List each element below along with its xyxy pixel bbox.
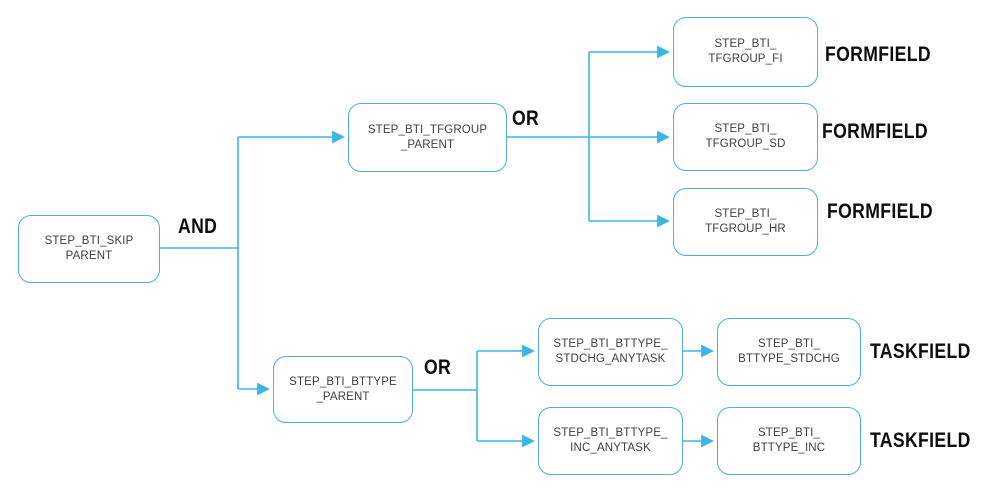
node-step-bti-tfgroup-sd: STEP_BTI_ TFGROUP_SD [673, 103, 818, 171]
operator-or-bottom-label: OR [424, 356, 452, 379]
operator-and-label: AND [178, 215, 218, 238]
formfield-label-hr: FORMFIELD [827, 200, 933, 223]
node-step-bti-bttype-inc: STEP_BTI_ BTTYPE_INC [717, 407, 861, 475]
node-step-bti-skip-parent: STEP_BTI_SKIP PARENT [18, 215, 160, 283]
node-step-bti-bttype-stdchg-anytask: STEP_BTI_BTTYPE_ STDCHG_ANYTASK [538, 318, 683, 386]
node-step-bti-bttype-inc-anytask: STEP_BTI_BTTYPE_ INC_ANYTASK [538, 407, 683, 475]
taskfield-label-stdchg: TASKFIELD [870, 340, 971, 363]
node-step-bti-tfgroup-parent: STEP_BTI_TFGROUP _PARENT [348, 103, 507, 172]
formfield-label-sd: FORMFIELD [822, 120, 928, 143]
node-step-bti-tfgroup-fi: STEP_BTI_ TFGROUP_FI [673, 17, 818, 87]
operator-or-top-label: OR [512, 107, 540, 130]
node-step-bti-tfgroup-hr: STEP_BTI_ TFGROUP_HR [673, 188, 818, 256]
node-step-bti-bttype-parent: STEP_BTI_BTTYPE _PARENT [273, 356, 413, 423]
node-step-bti-bttype-stdchg: STEP_BTI_ BTTYPE_STDCHG [717, 318, 861, 386]
formfield-label-fi: FORMFIELD [825, 43, 931, 66]
taskfield-label-inc: TASKFIELD [870, 429, 971, 452]
